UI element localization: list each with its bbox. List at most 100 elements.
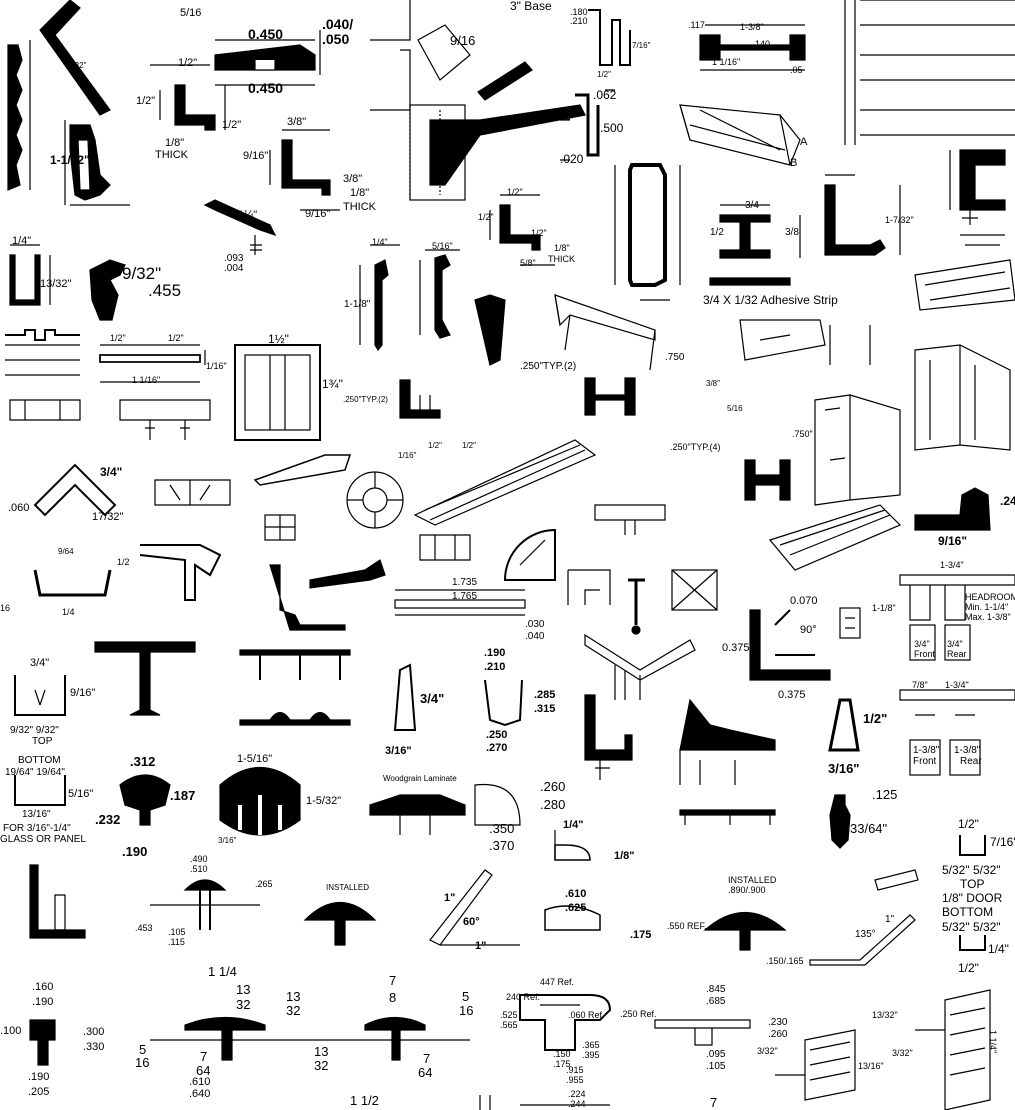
label-1-3-8rear: 1-3/8" <box>954 745 981 756</box>
profile-corner-bracket-3d <box>814 394 901 506</box>
label-1765: 1.765 <box>452 591 478 602</box>
profile-u-channel-tall <box>614 163 681 301</box>
label-1-3-4b: 1-3/4" <box>940 560 964 570</box>
label-7c: 7 <box>423 1051 431 1066</box>
label-1-8b: 1/8" <box>350 187 370 199</box>
label-0450a: 0.450 <box>248 26 284 42</box>
profile-hook-1-1-8 <box>359 244 400 352</box>
profile-t-molding-installed <box>303 901 377 946</box>
profile-t-molding-1-1-4 <box>150 1016 330 1061</box>
label-040b: .040 <box>525 631 545 642</box>
label-510: .510 <box>190 864 208 874</box>
label-3-4d: 3/4" <box>420 691 445 706</box>
profile-rail-3d-top <box>914 259 1015 311</box>
label-250typ2: .250"TYP.(2) <box>343 395 388 404</box>
profile-quarter-round-channel <box>503 528 556 581</box>
label-370: .370 <box>489 838 515 853</box>
label-1-16: 1/16" <box>206 361 227 371</box>
label-1inc: 1" <box>885 914 895 925</box>
label-13-32: 13/32" <box>40 278 72 290</box>
profile-wing-cap <box>253 454 352 486</box>
label-woodgrain: Woodgrain Laminate <box>383 774 457 783</box>
label-117: .117 <box>688 20 705 30</box>
label-headroom: HEADROOM <box>965 592 1015 602</box>
label-1-1-32: 1-1/32" <box>50 153 90 167</box>
label-1-1-16: 1 1/16" <box>132 375 161 385</box>
label-thick: THICK <box>155 149 188 161</box>
label-3-4rear: 3/4" <box>947 639 963 649</box>
label-250b: .250 <box>486 729 508 741</box>
label-1-2m: 1/2 <box>117 557 130 567</box>
label-260: .260 <box>540 779 566 794</box>
profile-i-channel-small <box>419 534 471 561</box>
label-455: .455 <box>148 281 182 300</box>
profile-door-track-rear <box>899 689 1015 776</box>
label-thick2: THICK <box>343 201 376 213</box>
profile-bulb-seal <box>64 120 130 206</box>
label-1-8c: 1/8" <box>554 243 570 253</box>
label-1-7-32: 1-7/32" <box>885 215 914 225</box>
profile-cross-connector <box>744 459 791 501</box>
label-1-3-4c: 1-3/4" <box>945 680 969 690</box>
label-9-16: 9/16 <box>450 33 476 48</box>
profile-angle-corner <box>139 544 222 601</box>
label-1-4e: 1/4" <box>563 819 584 831</box>
label-105b: .105 <box>706 1061 726 1072</box>
label-5-16b: 5/16" <box>432 241 453 251</box>
label-1-4f: 1/4" <box>988 942 1009 956</box>
label-004: .004 <box>224 263 244 274</box>
label-7-16: 7/16" <box>632 41 651 50</box>
label-1-2a: 1/2" <box>597 70 611 79</box>
label-3-8c: 3/8 <box>785 227 799 238</box>
label-3-4b: 3/4" <box>100 465 123 479</box>
profile-miter-angle <box>33 463 117 517</box>
label-3-4c: 3/4" <box>30 657 50 669</box>
label-250typ2b: .250"TYP.(2) <box>520 361 577 372</box>
profile-l-angle-0375 <box>749 609 831 681</box>
label-1735: 1.735 <box>452 577 478 588</box>
label-3-8d: 3/8" <box>706 379 720 388</box>
label-5-8: 5/8" <box>520 258 536 268</box>
label-150b: .150 <box>553 1049 571 1059</box>
label-0375b: 0.375 <box>778 689 806 701</box>
label-5-16d: 5/16" <box>68 788 94 800</box>
label-3-16b: 3/16" <box>828 761 860 776</box>
profile-glass-clip-3d <box>739 319 871 365</box>
profile-slatwall-panel <box>844 0 1015 145</box>
profile-angle-60 <box>429 869 520 946</box>
profile-c-cap-1-5-16 <box>219 766 301 836</box>
label-100: .100 <box>0 1025 22 1037</box>
profile-j-clip <box>560 9 631 161</box>
label-955: .955 <box>566 1075 584 1085</box>
label-19-64: 19/64" 19/64" <box>5 767 65 778</box>
label-395: .395 <box>582 1050 600 1060</box>
profile-glazing-strip-3d <box>679 104 801 166</box>
label-330: .330 <box>83 1041 105 1053</box>
label-3-32: 3/32" <box>757 1046 778 1056</box>
label-5-32: 5/32" 5/32" <box>942 863 1001 877</box>
label-top2: TOP <box>960 877 985 891</box>
profile-step-angle-clip <box>269 564 346 631</box>
label-1-2c: 1/2" <box>136 95 156 107</box>
label-60: 60° <box>463 916 480 928</box>
label-0070: 0.070 <box>790 595 818 607</box>
label-190d: .190 <box>28 1071 50 1083</box>
label-thick3: THICK <box>548 254 575 264</box>
label-1in: 1" <box>444 892 456 904</box>
profile-clip-1-4 <box>203 199 277 255</box>
label-B: B <box>790 157 798 169</box>
label-1-8door: 1/8" DOOR <box>942 891 1003 905</box>
label-640: .640 <box>189 1088 211 1100</box>
label-030: .030 <box>525 619 545 630</box>
label-90: 90° <box>800 624 817 636</box>
label-453: .453 <box>135 923 153 933</box>
label-125: .125 <box>872 787 898 802</box>
profile-frame-corner <box>567 569 611 605</box>
label-093: .093 <box>224 253 244 264</box>
profile-mushroom-490 <box>150 879 260 930</box>
profile-i-beam-adhesive <box>709 204 801 286</box>
label-3-16c: 3/16" <box>218 836 237 845</box>
label-7-8b: 7 <box>389 973 397 988</box>
label-1-1-8: 1-1/8" <box>344 299 371 310</box>
profile-small-channel-1-8-door <box>959 835 986 951</box>
